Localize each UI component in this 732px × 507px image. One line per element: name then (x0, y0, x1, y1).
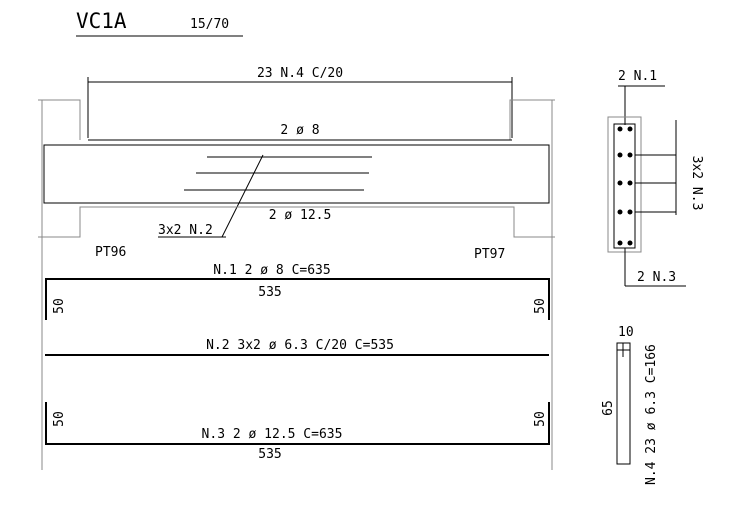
bottom-bar-line (79, 206, 515, 222)
support-right-label: PT97 (474, 247, 505, 262)
bar-n3-label: N.3 2 ø 12.5 C=635 (202, 427, 343, 442)
section-rebar (617, 126, 623, 132)
stirrup-label: N.4 23 ø 6.3 C=166 (644, 344, 659, 485)
bar-n3-hook-right: 50 (533, 411, 548, 427)
stirrups-top-label: 23 N.4 C/20 (257, 66, 343, 81)
section-rebar (627, 240, 633, 246)
beam-body (43, 144, 550, 204)
stirrup-width-label: 10 (618, 325, 634, 340)
beam-title: VC1A (76, 9, 127, 33)
section-rebar (627, 209, 633, 215)
section-rebar (627, 180, 633, 186)
section-rebar (627, 126, 633, 132)
column-right-top (509, 99, 555, 140)
bar-n1-label: N.1 2 ø 8 C=635 (213, 263, 330, 278)
side-bars-leader (221, 154, 264, 238)
bar-n3-hook-left: 50 (52, 411, 67, 427)
section-rebar (617, 180, 623, 186)
stirrup-height-label: 65 (601, 400, 616, 416)
support-left-label: PT96 (95, 245, 126, 260)
bar-n3-length: 535 (258, 447, 281, 462)
bar-n1-hook-right: 50 (533, 298, 548, 314)
bar-n1-hook-left: 50 (52, 298, 67, 314)
bottom-bars-label: 2 ø 12.5 (269, 208, 332, 223)
section-bottom-label: 2 N.3 (637, 270, 676, 285)
section-rebar (627, 152, 633, 158)
section-stirrup (613, 123, 636, 249)
section-top-label: 2 N.1 (618, 69, 657, 84)
section-rebar (617, 152, 623, 158)
column-left-top (38, 99, 81, 140)
bar-n3 (45, 402, 550, 445)
column-right-bottom (513, 222, 555, 238)
bar-n2-label: N.2 3x2 ø 6.3 C/20 C=535 (206, 338, 394, 353)
top-bars-label: 2 ø 8 (280, 123, 319, 138)
section-side-label: 3x2 N.3 (689, 156, 704, 211)
column-left-bottom (38, 222, 81, 238)
bar-n1-length: 535 (258, 285, 281, 300)
section-rebar (617, 240, 623, 246)
middle-bars-label: 3x2 N.2 (158, 223, 213, 238)
stirrup-shape (616, 342, 631, 465)
section-outline (607, 116, 642, 253)
beam-section-label: 15/70 (190, 17, 229, 32)
bar-n1 (45, 278, 550, 320)
section-rebar (617, 209, 623, 215)
